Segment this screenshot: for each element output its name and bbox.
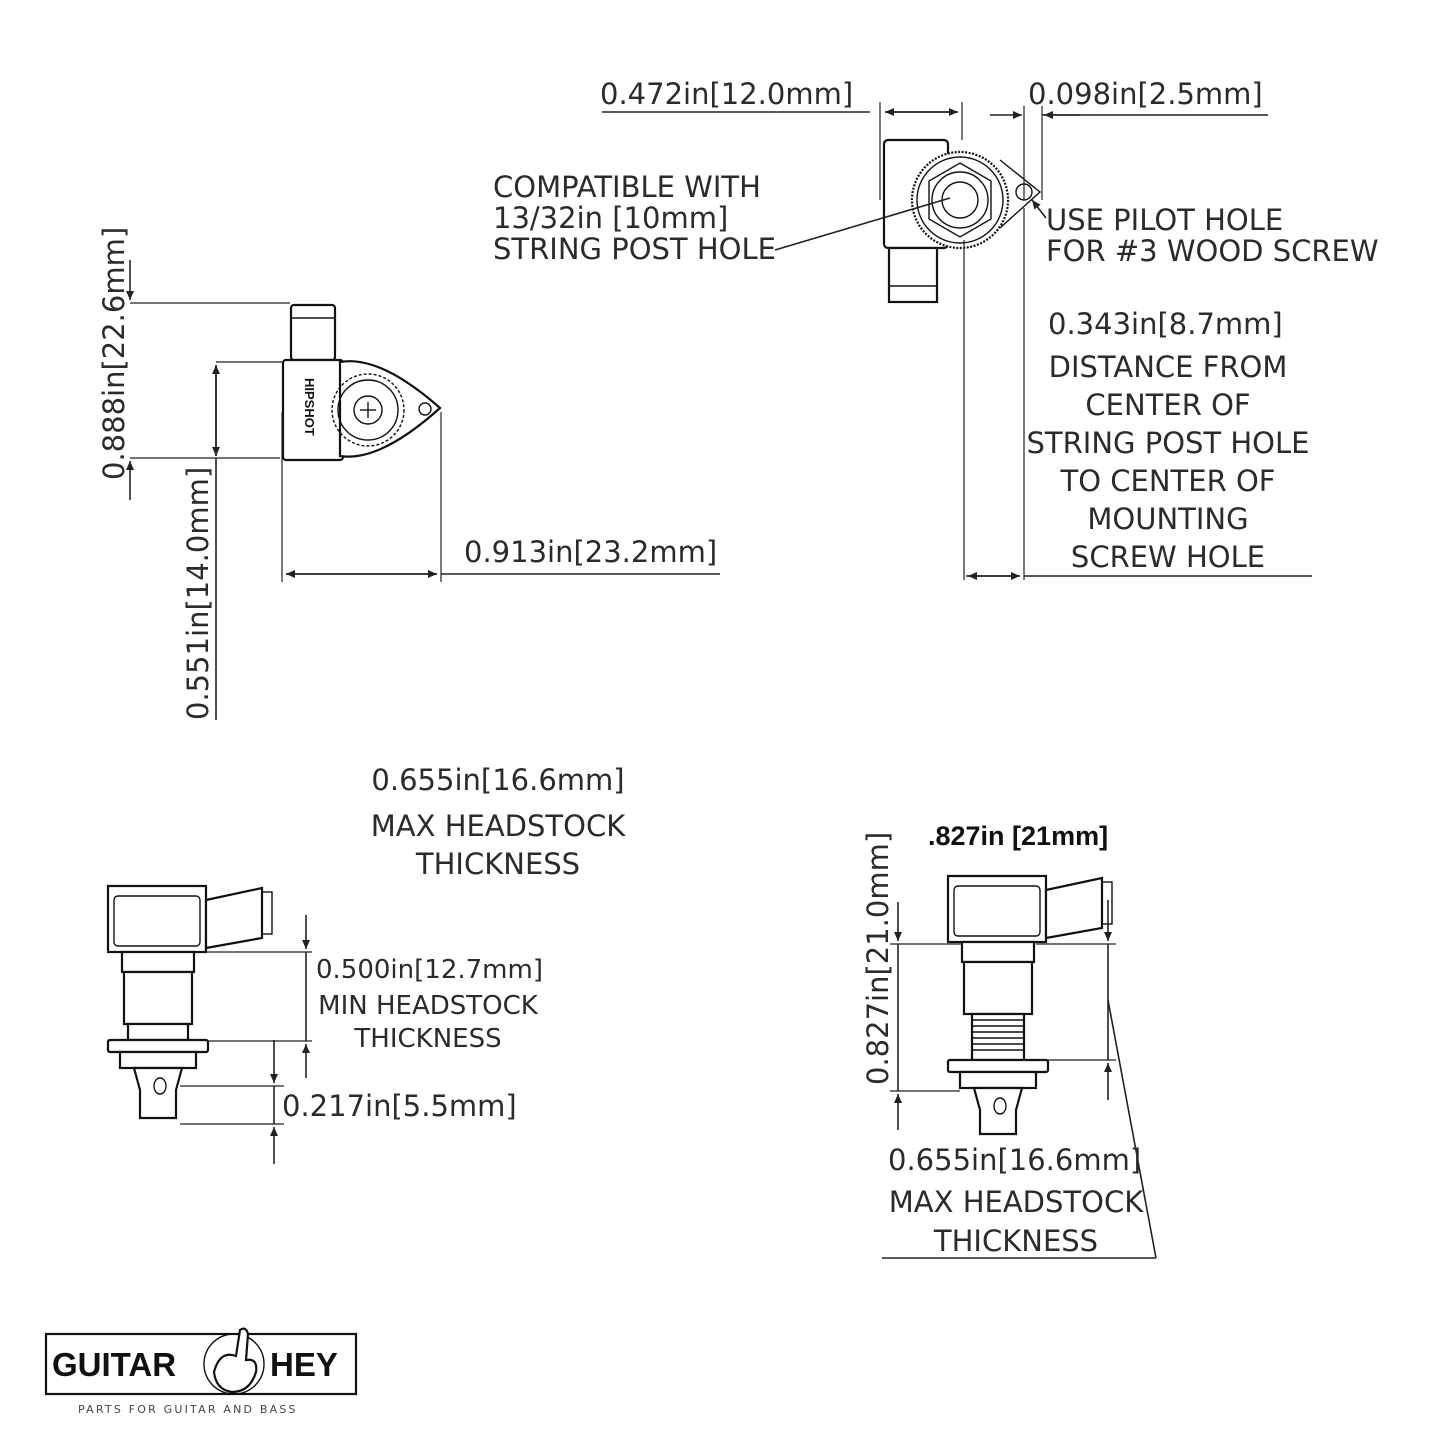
pilot-line-2: FOR #3 WOOD SCREW bbox=[1046, 234, 1379, 268]
width-dimension: 0.913in[23.2mm] bbox=[464, 535, 717, 569]
br-max-dimension: 0.655in[16.6mm] bbox=[888, 1143, 1141, 1177]
tuner-top-view-part bbox=[882, 138, 1042, 304]
logo-right-text: HEY bbox=[270, 1346, 338, 1383]
bl-min-line-1: MIN HEADSTOCK bbox=[318, 991, 539, 1021]
pilot-line-1: USE PILOT HOLE bbox=[1046, 203, 1283, 237]
br-max-line-2: THICKNESS bbox=[933, 1224, 1098, 1258]
distance-line-5: MOUNTING bbox=[1087, 502, 1248, 536]
logo-left-text: GUITAR bbox=[52, 1346, 176, 1383]
distance-line-3: STRING POST HOLE bbox=[1027, 426, 1310, 460]
distance-dimension: 0.343in[8.7mm] bbox=[1048, 307, 1283, 341]
tuner-side-view-part: HIPSHOT bbox=[281, 303, 442, 462]
lower-dimension: 0.551in[14.0mm] bbox=[181, 467, 215, 720]
rock-hand-icon bbox=[203, 1327, 265, 1395]
bottom-right-view: .827in [21mm] 0.827in[21.0mm] bbox=[861, 821, 1157, 1259]
guitarhey-logo: GUITAR HEY PARTS FOR GUITAR AND BASS bbox=[44, 1327, 358, 1416]
brand-stamp: HIPSHOT bbox=[302, 378, 317, 436]
distance-line-1: DISTANCE FROM bbox=[1049, 350, 1288, 384]
distance-note: DISTANCE FROM CENTER OF STRING POST HOLE… bbox=[1027, 350, 1310, 574]
distance-line-4: TO CENTER OF bbox=[1060, 464, 1276, 498]
br-leader bbox=[1107, 999, 1157, 1259]
bottom-left-view: 0.655in[16.6mm] MAX HEADSTOCK THICKNESS … bbox=[106, 763, 626, 1164]
compat-line-2: 13/32in [10mm] bbox=[493, 201, 728, 235]
compat-leader bbox=[774, 197, 951, 251]
top-right-view: 0.472in[12.0mm] 0.098in[2.5mm] COMPATIBL… bbox=[493, 77, 1379, 580]
bl-min-dimension: 0.500in[12.7mm] bbox=[316, 955, 543, 985]
bl-max-dimension: 0.655in[16.6mm] bbox=[371, 763, 624, 797]
tuner-front-view-part bbox=[106, 884, 273, 1120]
br-height-dimension: 0.827in[21.0mm] bbox=[861, 832, 895, 1085]
distance-line-2: CENTER OF bbox=[1085, 388, 1250, 422]
tuner-front-view-part-2 bbox=[946, 874, 1113, 1136]
height-dimension: 0.888in[22.6mm] bbox=[97, 227, 131, 480]
compat-line-1: COMPATIBLE WITH bbox=[493, 170, 761, 204]
compat-line-3: STRING POST HOLE bbox=[493, 232, 776, 266]
top-width-dimension: 0.472in[12.0mm] bbox=[600, 77, 853, 111]
br-bold-dimension: .827in [21mm] bbox=[928, 821, 1108, 851]
logo-tagline: PARTS FOR GUITAR AND BASS bbox=[78, 1403, 298, 1416]
bl-max-line-1: MAX HEADSTOCK bbox=[371, 809, 626, 843]
bl-min-line-2: THICKNESS bbox=[353, 1024, 501, 1054]
bl-max-line-2: THICKNESS bbox=[415, 847, 580, 881]
bl-post-dimension: 0.217in[5.5mm] bbox=[282, 1089, 517, 1123]
top-left-view: HIPSHOT 0.888in[22.6mm] 0.551in[14.0mm] … bbox=[97, 227, 720, 720]
br-max-line-1: MAX HEADSTOCK bbox=[889, 1185, 1144, 1219]
distance-line-6: SCREW HOLE bbox=[1071, 540, 1265, 574]
offset-dimension: 0.098in[2.5mm] bbox=[1028, 77, 1263, 111]
